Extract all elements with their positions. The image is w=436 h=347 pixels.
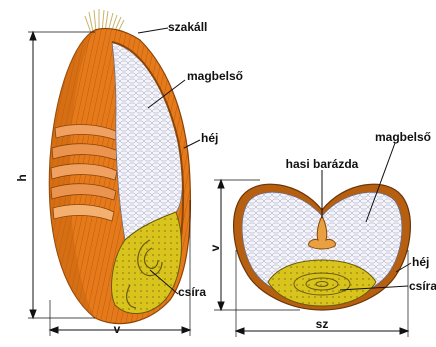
label-magbelso-left: magbelső xyxy=(187,69,243,83)
label-magbelso-right: magbelső xyxy=(375,130,431,144)
label-hasi-barazda: hasi barázda xyxy=(286,157,359,171)
dim-label-h: h xyxy=(15,174,29,181)
label-csira-right: csíra xyxy=(409,279,436,293)
dim-label-v-cross: v xyxy=(208,244,222,251)
longitudinal-section xyxy=(49,9,190,324)
label-hej-left: héj xyxy=(201,131,218,145)
endosperm-cut xyxy=(112,42,182,240)
dim-label-sz: sz xyxy=(316,317,329,331)
label-szakall: szakáll xyxy=(168,20,207,34)
label-csira-left: csíra xyxy=(178,285,206,299)
leader-szakall xyxy=(138,28,168,33)
dim-label-v-left: v xyxy=(114,322,121,336)
label-hej-right: héj xyxy=(412,255,429,269)
